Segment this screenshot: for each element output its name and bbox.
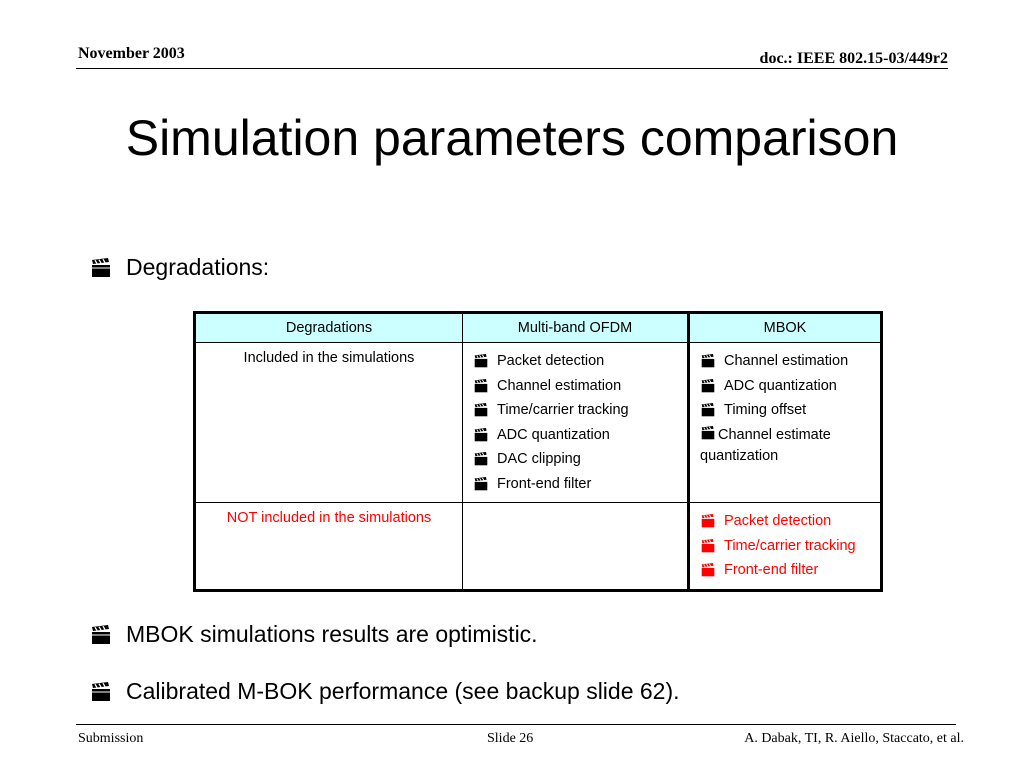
slide-title: Simulation parameters comparison xyxy=(125,110,899,166)
bullet-calibrated-mbok: Calibrated M-BOK performance (see backup… xyxy=(90,678,680,705)
bullet-text: Calibrated M-BOK performance (see backup… xyxy=(126,678,680,704)
bullet-text: Degradations: xyxy=(126,254,270,280)
clapperboard-icon xyxy=(700,378,716,393)
list-item: Front-end filter xyxy=(700,558,874,583)
footer-rule xyxy=(76,724,956,725)
table-row: NOT included in the simulations Packet d… xyxy=(194,502,882,591)
clapperboard-icon xyxy=(700,425,716,446)
header-doc-id: doc.: IEEE 802.15-03/449r2 xyxy=(759,50,948,67)
clapperboard-icon xyxy=(700,514,716,528)
ofdm-included-cell: Packet detection Channel estimation Time… xyxy=(462,342,690,503)
list-item: Channel estimation xyxy=(700,349,874,374)
bullet-mbok-optimistic: MBOK simulations results are optimistic. xyxy=(90,621,538,648)
clapperboard-icon xyxy=(473,427,489,442)
list-item: Front-end filter xyxy=(473,472,681,497)
footer-submission: Submission xyxy=(78,731,144,746)
clapperboard-icon xyxy=(700,354,716,368)
header-date: November 2003 xyxy=(78,45,185,62)
table-header: Degradations xyxy=(194,312,463,343)
clapperboard-icon xyxy=(473,378,489,393)
clapperboard-icon xyxy=(473,452,489,466)
list-item: Timing offset xyxy=(700,398,874,423)
list-item: Channel estimate quantization xyxy=(700,425,831,464)
mbok-not-included-cell: Packet detection Time/carrier tracking F… xyxy=(688,502,882,591)
list-item: Time/carrier tracking xyxy=(700,534,874,559)
clapperboard-icon xyxy=(473,354,489,368)
mbok-included-cell: Channel estimation ADC quantization Timi… xyxy=(688,342,882,503)
clapperboard-icon xyxy=(90,624,112,645)
clapperboard-icon xyxy=(473,403,489,417)
ofdm-not-included-cell xyxy=(462,502,690,591)
row-label: NOT included in the simulations xyxy=(194,502,463,591)
clapperboard-icon xyxy=(473,476,489,491)
list-item: Time/carrier tracking xyxy=(473,398,681,423)
clapperboard-icon xyxy=(700,403,716,417)
list-item: Packet detection xyxy=(473,349,681,374)
list-item: Channel estimation xyxy=(473,374,681,399)
table-header-row: Degradations Multi-band OFDM MBOK xyxy=(194,312,882,343)
list-item: DAC clipping xyxy=(473,447,681,472)
list-item: ADC quantization xyxy=(473,423,681,448)
clapperboard-icon xyxy=(90,257,112,278)
degradations-table: Degradations Multi-band OFDM MBOK Includ… xyxy=(193,311,883,592)
bullet-degradations: Degradations: xyxy=(90,254,269,281)
clapperboard-icon xyxy=(700,563,716,577)
table-row: Included in the simulations Packet detec… xyxy=(194,342,882,503)
bullet-text: MBOK simulations results are optimistic. xyxy=(126,621,538,647)
list-item: ADC quantization xyxy=(700,374,874,399)
list-item: Packet detection xyxy=(700,509,874,534)
row-label: Included in the simulations xyxy=(194,342,463,503)
table-header: MBOK xyxy=(688,312,882,343)
clapperboard-icon xyxy=(90,681,112,702)
footer-slide-number: Slide 26 xyxy=(487,731,534,746)
clapperboard-icon xyxy=(700,538,716,553)
footer-authors: A. Dabak, TI, R. Aiello, Staccato, et al… xyxy=(744,731,964,746)
table-header: Multi-band OFDM xyxy=(462,312,690,343)
header-rule xyxy=(76,68,948,69)
